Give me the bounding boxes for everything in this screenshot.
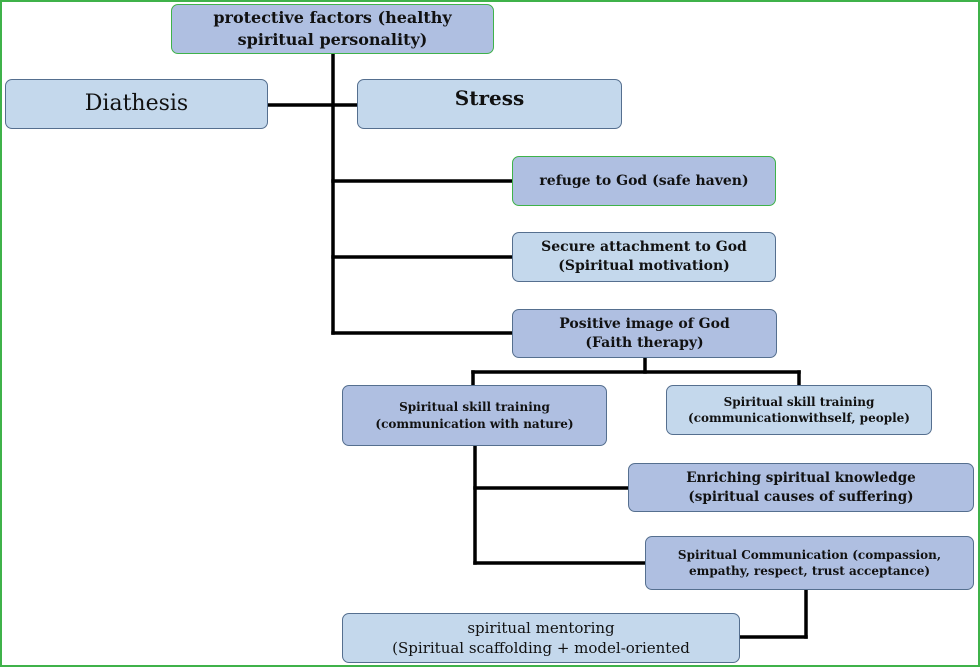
positive-image-box: Positive image of God (Faith therapy) [512,309,777,358]
refuge-box: refuge to God (safe haven) [512,156,776,206]
skill-training-self-box: Spiritual skill training (communicationw… [666,385,932,435]
secure-attachment-label: Secure attachment to God (Spiritual moti… [541,239,747,274]
spiritual-communication-label: Spiritual Communication (compassion, emp… [677,547,942,578]
stress-box: Stress [357,79,622,129]
enriching-knowledge-label: Enriching spiritual knowledge (spiritual… [686,470,916,505]
stress-label: Stress [454,86,525,110]
spiritual-mentoring-box: spiritual mentoring (Spiritual scaffoldi… [342,613,740,663]
secure-attachment-box: Secure attachment to God (Spiritual moti… [512,232,776,282]
spiritual-communication-box: Spiritual Communication (compassion, emp… [645,536,974,590]
diathesis-label: Diathesis [84,91,189,117]
refuge-label: refuge to God (safe haven) [539,172,749,189]
skill-training-self-label: Spiritual skill training (communicationw… [688,394,910,425]
enriching-knowledge-box: Enriching spiritual knowledge (spiritual… [628,463,974,512]
spiritual-mentoring-label: spiritual mentoring (Spiritual scaffoldi… [392,618,690,657]
positive-image-label: Positive image of God (Faith therapy) [559,315,730,351]
protective-factors-box: protective factors (healthy spiritual pe… [171,4,494,54]
diathesis-box: Diathesis [5,79,268,129]
protective-factors-label: protective factors (healthy spiritual pe… [213,8,452,49]
skill-training-nature-label: Spiritual skill training (communication … [375,400,574,431]
skill-training-nature-box: Spiritual skill training (communication … [342,385,607,446]
